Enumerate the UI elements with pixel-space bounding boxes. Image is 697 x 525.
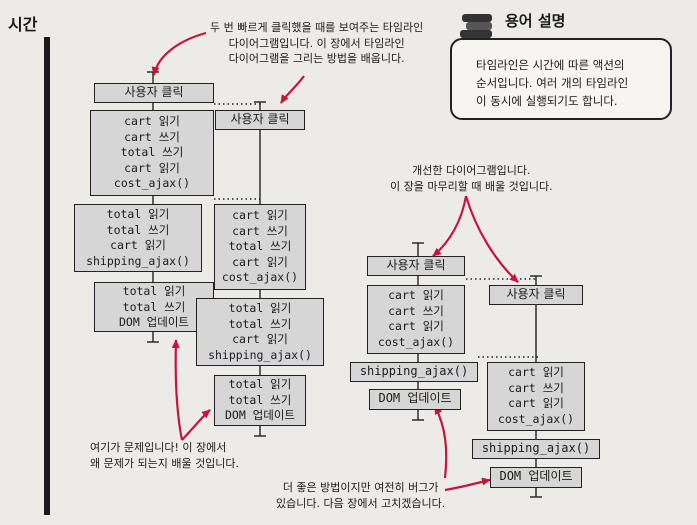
- arrow-better-to-dom1: [434, 405, 448, 479]
- action-line: cart 읽기: [124, 160, 180, 175]
- diagram2-timeline1-line: [412, 242, 424, 421]
- action-line: shipping_ajax(): [359, 364, 469, 378]
- vocab-line: 타임라인은 시간에 따른 액션의: [476, 58, 625, 72]
- arrow-top-to-timeline1: [151, 31, 207, 76]
- annotation-line: 왜 문제가 되는지 배울 것입니다.: [90, 456, 240, 470]
- d2-t1-block2: shipping_ajax(): [350, 362, 478, 382]
- action-line: cost_ajax(): [113, 176, 191, 190]
- action-line: total 쓰기: [120, 145, 184, 159]
- d1-t1-click-label: 사용자 클릭: [124, 85, 184, 99]
- annotation-arrows: [151, 31, 519, 492]
- action-line: cost_ajax(): [221, 270, 299, 284]
- action-line: total 쓰기: [228, 392, 292, 407]
- annotation-better: 더 좋은 방법이지만 여전히 버그가 있습니다. 다음 장에서 고치겠습니다.: [276, 480, 445, 511]
- action-line: total 쓰기: [228, 316, 292, 331]
- action-line: total 쓰기: [122, 299, 186, 314]
- annotation-problem: 여기가 문제입니다! 이 장에서 왜 문제가 되는지 배울 것입니다.: [90, 440, 239, 471]
- action-line: cost_ajax(): [377, 334, 455, 349]
- vocab-line: 순서입니다. 여러 개의 타임라인: [476, 76, 629, 90]
- d1-t1-block2: total 읽기 total 쓰기 cart 읽기 shipping_ajax(…: [74, 204, 202, 272]
- action-line: DOM 업데이트: [118, 315, 189, 329]
- action-line: shipping_ajax(): [208, 347, 312, 362]
- action-line: cart 쓰기: [388, 303, 444, 318]
- action-line: total 읽기: [228, 301, 292, 315]
- action-line: cart 읽기: [388, 288, 444, 302]
- action-line: total 읽기: [122, 284, 186, 298]
- action-line: cart 읽기: [110, 238, 166, 252]
- d1-t2-click-box: 사용자 클릭: [215, 110, 305, 130]
- arrow-top-to-timeline2: [280, 75, 305, 104]
- action-line: cart 읽기: [508, 365, 564, 379]
- action-line: DOM 업데이트: [499, 469, 573, 483]
- action-line: total 쓰기: [228, 239, 292, 253]
- annotation-line: 다이어그램입니다. 이 장에서 타임라인: [228, 36, 405, 50]
- time-axis-bar: [44, 37, 50, 515]
- action-line: cart 읽기: [508, 396, 564, 410]
- arrow-improved-to-d2t1: [432, 195, 468, 257]
- action-line: cart 읽기: [232, 332, 288, 346]
- timeline-title: 시간: [8, 15, 38, 34]
- d1-t1-click-box: 사용자 클릭: [94, 83, 214, 103]
- annotation-line: 두 번 빠르게 클릭했을 때를 보여주는 타임라인: [210, 21, 424, 34]
- action-line: cart 쓰기: [124, 129, 180, 144]
- annotation-improved: 개선한 다이어그램입니다. 이 장을 마무리할 때 배울 것입니다.: [390, 163, 553, 194]
- annotation-line: 여기가 문제입니다! 이 장에서: [90, 441, 227, 454]
- d1-t2-block2: total 읽기 total 쓰기 cart 읽기 shipping_ajax(…: [196, 298, 324, 366]
- action-line: cart 읽기: [232, 208, 288, 222]
- annotation-line: 이 장을 마무리할 때 배울 것입니다.: [390, 179, 553, 193]
- vocab-title: 용어 설명: [501, 10, 570, 31]
- d2-t2-block1: cart 읽기 cart 쓰기 cart 읽기 cost_ajax(): [487, 362, 585, 431]
- annotation-line: 개선한 다이어그램입니다.: [412, 164, 531, 177]
- action-line: total 쓰기: [106, 222, 170, 237]
- arrow-problem-to-dom: [171, 339, 184, 441]
- vocab-header: 용어 설명: [456, 6, 626, 36]
- d2-t1-click-label: 사용자 클릭: [386, 258, 446, 272]
- diagram2-sync-dots: [466, 278, 538, 358]
- d2-t1-block3: DOM 업데이트: [369, 389, 461, 410]
- d2-t2-click-box: 사용자 클릭: [489, 285, 583, 305]
- annotation-line: 더 좋은 방법이지만 여전히 버그가: [282, 481, 439, 494]
- book-icon: [460, 14, 492, 38]
- d2-t1-click-box: 사용자 클릭: [367, 256, 465, 276]
- d1-t1-block1: cart 읽기 cart 쓰기 total 쓰기 cart 읽기 cost_aj…: [90, 110, 214, 196]
- d2-t1-block1: cart 읽기 cart 쓰기 cart 읽기 cost_ajax(): [367, 285, 465, 354]
- d1-t2-block1: cart 읽기 cart 쓰기 total 쓰기 cart 읽기 cost_aj…: [214, 204, 306, 290]
- vocab-text: 타임라인은 시간에 따른 액션의 순서입니다. 여러 개의 타임라인 이 동시에…: [476, 56, 628, 110]
- action-line: shipping_ajax(): [481, 441, 591, 455]
- vocab-box: 타임라인은 시간에 따른 액션의 순서입니다. 여러 개의 타임라인 이 동시에…: [450, 38, 672, 120]
- d1-t2-click-label: 사용자 클릭: [230, 112, 290, 126]
- d1-t2-block3: total 읽기 total 쓰기 DOM 업데이트: [214, 375, 306, 426]
- d2-t2-click-label: 사용자 클릭: [506, 287, 566, 301]
- annotation-line: 있습니다. 다음 장에서 고치겠습니다.: [276, 496, 446, 510]
- action-line: cost_ajax(): [497, 411, 575, 426]
- vocab-line: 이 동시에 실행되기도 합니다.: [476, 94, 618, 108]
- action-line: total 읽기: [228, 377, 292, 391]
- action-line: cart 쓰기: [232, 223, 288, 238]
- action-line: DOM 업데이트: [224, 408, 295, 422]
- diagram2-timeline2-line: [530, 275, 542, 498]
- d2-t2-block3: DOM 업데이트: [490, 467, 582, 488]
- action-line: cart 쓰기: [508, 380, 564, 395]
- arrow-problem-to-dom2: [181, 409, 211, 441]
- action-line: total 읽기: [106, 207, 170, 221]
- d2-t2-block2: shipping_ajax(): [472, 439, 600, 459]
- action-line: shipping_ajax(): [86, 253, 190, 268]
- action-line: cart 읽기: [388, 319, 444, 333]
- arrow-better-to-dom2: [444, 477, 491, 492]
- annotation-top: 두 번 빠르게 클릭했을 때를 보여주는 타임라인 다이어그램입니다. 이 장에…: [210, 20, 423, 67]
- diagram1-sync-dots: [214, 103, 262, 200]
- action-line: DOM 업데이트: [378, 391, 452, 405]
- action-line: cart 읽기: [124, 114, 180, 128]
- annotation-line: 다이어그램을 그리는 방법을 배웁니다.: [228, 52, 405, 65]
- action-line: cart 읽기: [232, 254, 288, 269]
- arrow-improved-to-d2t2: [464, 195, 519, 283]
